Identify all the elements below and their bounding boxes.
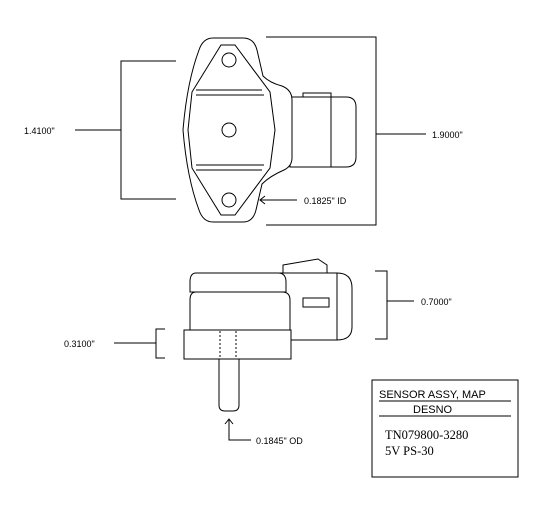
dim-label-mount-hole: 0.1825" ID	[304, 196, 347, 206]
body-lower	[189, 291, 291, 331]
dim-body-height: 0.7000"	[375, 270, 452, 340]
sensor-body-top	[182, 37, 293, 223]
dim-label-flange-thickness: 0.3100"	[64, 339, 95, 349]
mount-hole-top	[221, 52, 237, 68]
title-line-2: DESNO	[413, 404, 453, 416]
dim-height-right: 1.9000"	[266, 36, 463, 226]
connector-housing-top	[289, 96, 357, 168]
title-block-frame	[371, 379, 519, 478]
mount-hole-bottom	[221, 192, 237, 208]
title-line-1: SENSOR ASSY, MAP	[379, 389, 486, 401]
connector-window	[302, 297, 330, 308]
dim-label-body-height: 0.7000"	[421, 297, 452, 307]
part-number: TN079800-3280	[385, 428, 468, 442]
center-port	[221, 122, 237, 138]
dim-label-height-left: 1.4100"	[24, 126, 55, 136]
top-view	[182, 37, 357, 223]
flange-side	[183, 329, 292, 360]
title-block: SENSOR ASSY, MAP DESNO TN079800-3280 5V …	[371, 379, 519, 478]
sensor-spec: 5V PS-30	[385, 444, 434, 458]
dim-label-port-diameter: 0.1845" OD	[256, 436, 303, 446]
side-view	[183, 258, 353, 412]
dim-mount-hole: 0.1825" ID	[259, 195, 347, 206]
dim-flange-thickness: 0.3100"	[64, 328, 165, 359]
body-upper	[189, 272, 287, 293]
dim-port-diameter: 0.1845" OD	[224, 418, 303, 446]
port-nipple	[218, 358, 240, 412]
flange-outline	[187, 44, 276, 216]
dim-label-height-right: 1.9000"	[432, 130, 463, 140]
dim-height-left: 1.4100"	[24, 60, 176, 200]
